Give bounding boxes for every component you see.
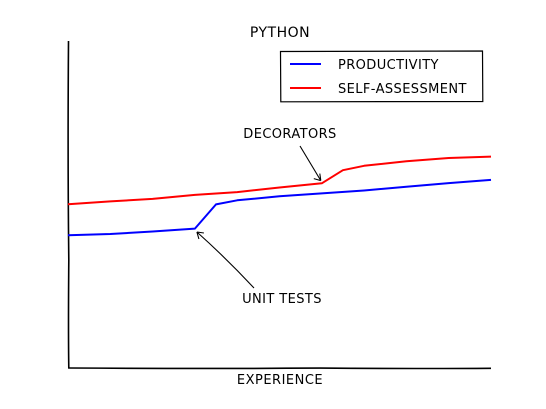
chart-title: PYTHON — [250, 25, 310, 41]
annotation-unit-tests: UNIT TESTS — [196, 231, 322, 307]
annotation-decorators: DECORATORS — [243, 127, 336, 182]
legend-label-productivity: PRODUCTIVITY — [338, 58, 439, 73]
self-assessment-line — [67, 155, 492, 206]
x-axis — [68, 367, 492, 370]
legend-label-self-assessment: SELF-ASSESSMENT — [338, 82, 467, 97]
y-axis — [67, 40, 70, 369]
unit-tests-arrow — [196, 231, 255, 289]
legend-frame — [279, 50, 484, 103]
unit-tests-annotation-label: UNIT TESTS — [242, 292, 322, 307]
legend: PRODUCTIVITY SELF-ASSESSMENT — [279, 50, 484, 103]
productivity-line — [67, 178, 492, 237]
decorators-arrow — [299, 145, 322, 182]
x-axis-label: EXPERIENCE — [237, 373, 323, 388]
decorators-annotation-label: DECORATORS — [243, 127, 336, 142]
